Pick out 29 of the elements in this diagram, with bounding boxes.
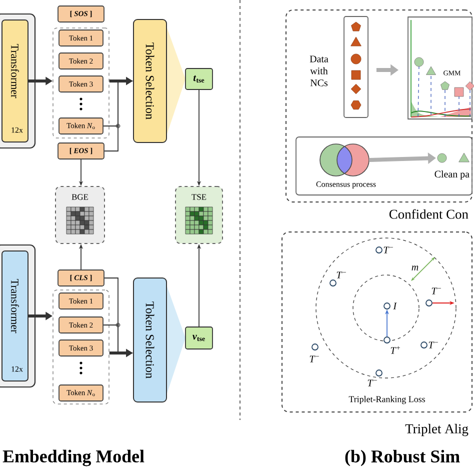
caption: (b) Robust Sim [345, 450, 460, 466]
vector-box: t$_{tse}$ [185, 68, 213, 90]
embedding-box: TSE [175, 186, 223, 244]
node-label: I [393, 302, 397, 310]
sample-point: T$^{−}$ [310, 344, 319, 362]
caption: Embedding Model [2, 450, 144, 466]
node-label: T$^{−}$ [384, 246, 393, 254]
node-label: Clean pa [434, 170, 470, 180]
node-label: T$^{−}$ [432, 288, 441, 294]
sample-point: T$^{−}$ [330, 272, 346, 286]
clean-samples: Clean pa [434, 152, 470, 180]
node-label: T$^{−}$ [368, 380, 377, 386]
node-label: T$^{−}$ [336, 272, 346, 278]
sample-point: T$^{−}$ [420, 342, 438, 348]
embedding-box: BGE [55, 186, 105, 244]
sample-column: Data with NCs [310, 16, 368, 118]
margin-label: m [412, 266, 418, 270]
node-label: T$^{−}$ [428, 342, 438, 348]
vector-box: v$_{tse}$ [185, 326, 213, 350]
sample-point: I [384, 302, 397, 310]
sample-point: T$^{−}$ [376, 246, 393, 254]
node-label: T$^{+}$ [390, 346, 400, 354]
sample-point: T$^{+}$ [384, 336, 400, 354]
token-selection-box: Token Selection [133, 19, 186, 143]
node-label: Data with NCs [310, 56, 328, 86]
sample-point: T$^{−}$ [426, 288, 441, 306]
sample-point: T$^{−}$ [368, 370, 382, 386]
token-selection-box: Token Selection [133, 278, 186, 402]
node-label: T$^{−}$ [310, 356, 319, 362]
